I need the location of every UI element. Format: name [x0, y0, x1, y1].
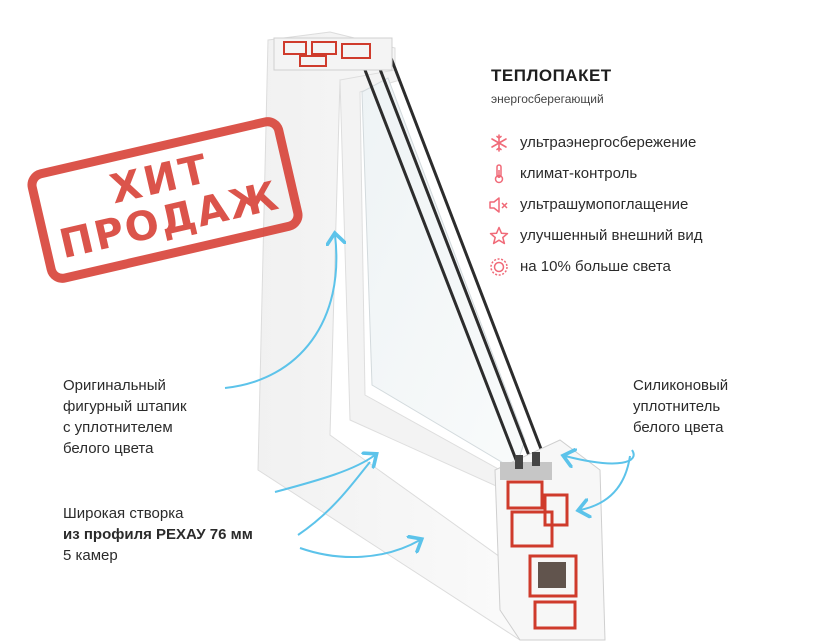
callout-line: Широкая створка [63, 505, 184, 522]
glass-line-2 [376, 63, 535, 467]
feature-label: ультрашумопоглащение [520, 196, 689, 213]
star-icon [488, 225, 510, 247]
arrow-seal-top [565, 450, 635, 463]
callout-line: с уплотнителем [63, 419, 173, 436]
callout-line: белого цвета [633, 419, 724, 436]
callout-line: белого цвета [63, 440, 154, 457]
product-heading: ТЕПЛОПАКЕТ энергосберегающий [491, 66, 612, 106]
snowflake-icon [488, 132, 510, 154]
arrow-sash-2 [299, 540, 420, 559]
sun-icon [488, 256, 510, 278]
feature-item: ультрашумопоглащение [488, 189, 702, 220]
bottom-profile-section [494, 439, 606, 641]
feature-item: на 10% больше света [488, 251, 702, 282]
feature-label: на 10% больше света [520, 258, 671, 275]
callout-silicone-seal: Силиконовый уплотнитель белого цвета [633, 375, 728, 438]
arrow-bead-2 [274, 455, 375, 493]
callout-line-bold: из профиля РЕХАУ 76 мм [63, 526, 253, 543]
callout-line: уплотнитель [633, 398, 721, 415]
speaker-mute-icon [488, 194, 510, 216]
arrow-sash [297, 461, 371, 536]
product-subtitle: энергосберегающий [491, 92, 604, 106]
callout-line: 5 камер [63, 547, 118, 564]
callout-line: фигурный штапик [63, 398, 187, 415]
callout-line: Оригинальный [63, 377, 166, 394]
top-profile-section [273, 37, 393, 71]
callout-wide-sash: Широкая створка из профиля РЕХАУ 76 мм 5… [63, 503, 253, 566]
feature-label: ультраэнергосбережение [520, 134, 697, 151]
feature-item: климат-контроль [488, 158, 702, 189]
callout-glazing-bead: Оригинальный фигурный штапик с уплотните… [63, 375, 187, 459]
glass-line-3 [389, 57, 548, 463]
feature-list: ультраэнергосбережение климат-контроль у… [488, 127, 702, 282]
arrow-bead [224, 235, 336, 389]
glass-line-1 [363, 69, 522, 471]
arrow-seal-bottom [580, 455, 631, 510]
product-title: ТЕПЛОПАКЕТ [491, 66, 612, 85]
thermometer-icon [488, 163, 510, 185]
feature-label: климат-контроль [520, 165, 638, 182]
feature-item: улучшенный внешний вид [488, 220, 702, 251]
feature-item: ультраэнергосбережение [488, 127, 702, 158]
callout-line: Силиконовый [633, 377, 729, 394]
feature-label: улучшенный внешний вид [520, 227, 703, 244]
